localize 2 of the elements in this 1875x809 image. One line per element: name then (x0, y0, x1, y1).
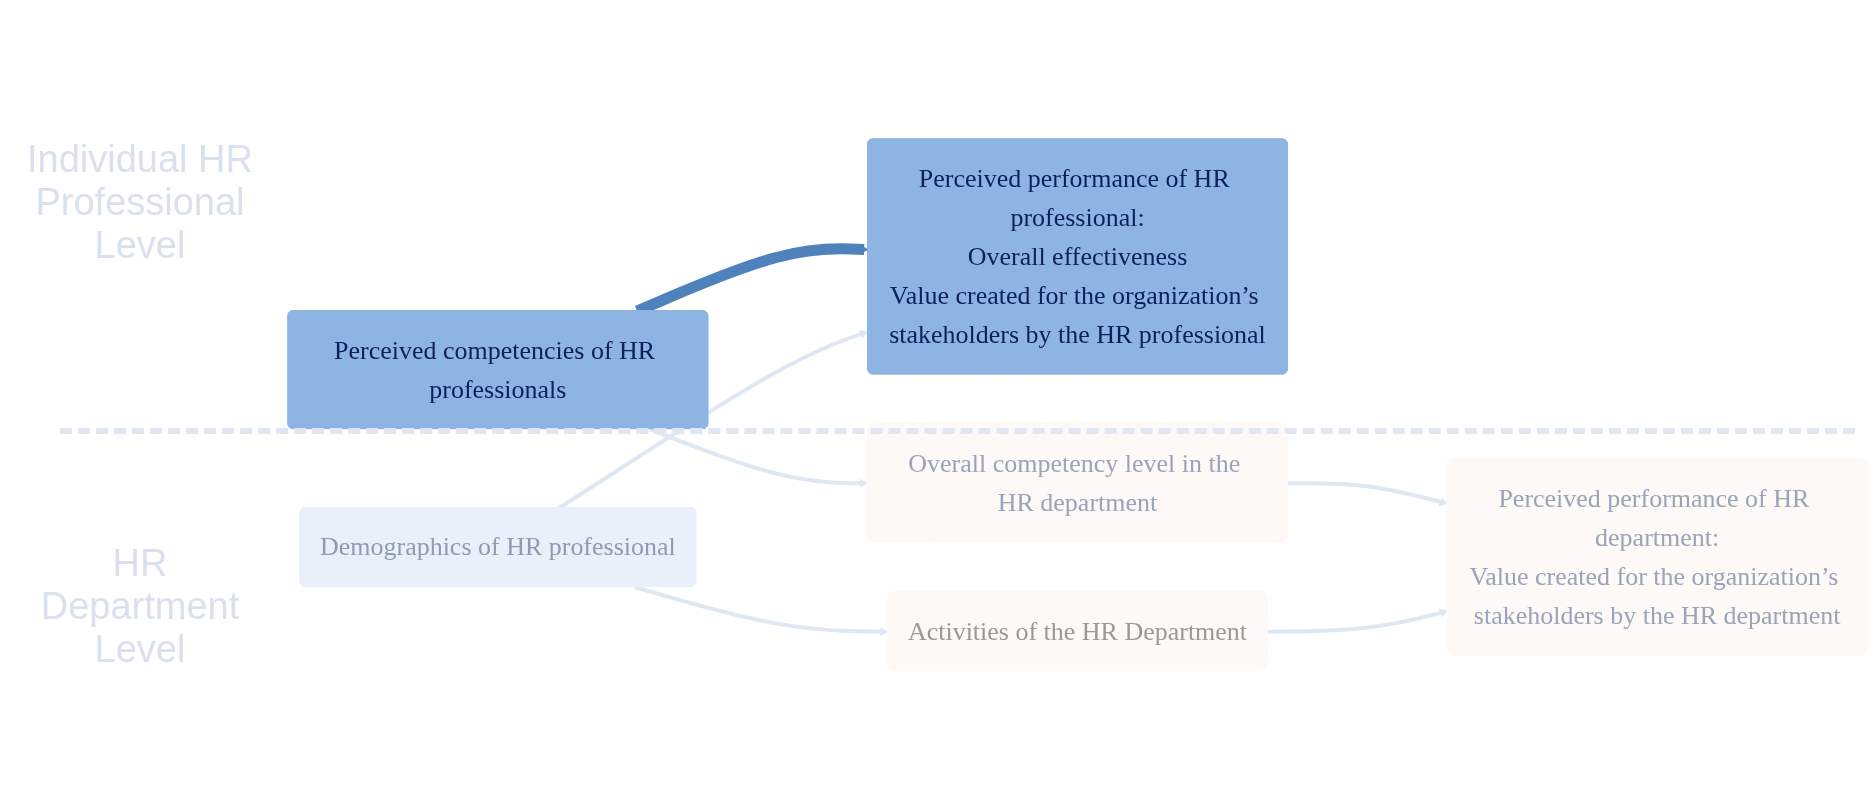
arrow (1287, 480, 1449, 506)
arrow (1267, 608, 1449, 634)
